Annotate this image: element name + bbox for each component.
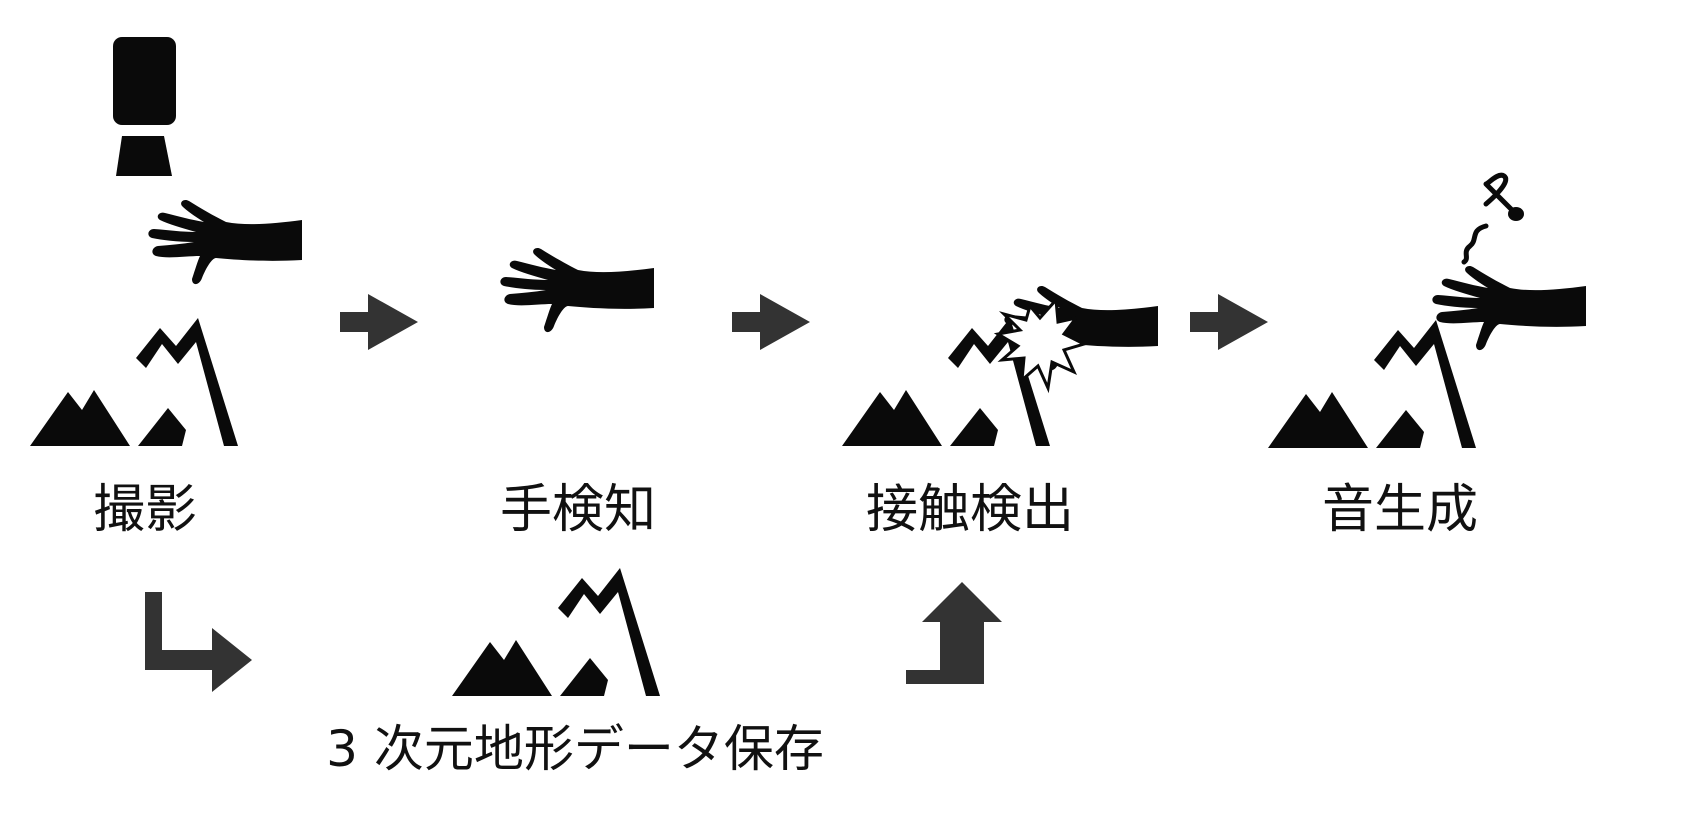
step-label-contact-detection: 接触検出 <box>865 480 1075 540</box>
music-note-icon <box>1483 172 1524 221</box>
branch-arrow-icon <box>145 592 252 692</box>
right-arrow-icon <box>1190 294 1268 350</box>
step-label-sound-generation: 音生成 <box>1321 480 1479 540</box>
hand-icon <box>148 199 302 285</box>
camera-icon <box>113 37 176 176</box>
merge-arrow-icon <box>906 582 1002 684</box>
sound-generation-step <box>1268 172 1586 448</box>
collision-burst-icon <box>993 296 1089 394</box>
right-arrow-icon <box>732 294 810 350</box>
terrain-icon <box>30 318 238 446</box>
sound-wave-icon <box>1461 223 1489 265</box>
hand-detection-step <box>500 247 654 333</box>
terrain-data-label: 3 次元地形データ保存 <box>326 720 824 778</box>
step-label-hand-detection: 手検知 <box>499 480 657 540</box>
terrain-icon <box>1268 320 1476 448</box>
right-arrow-icon <box>340 294 418 350</box>
hand-icon <box>500 247 654 333</box>
capture-step <box>30 37 302 446</box>
terrain-data-storage <box>452 568 660 696</box>
contact-detection-step <box>842 285 1158 446</box>
terrain-icon <box>452 568 660 696</box>
hand-icon <box>1432 265 1586 351</box>
step-label-capture: 撮影 <box>92 480 198 540</box>
